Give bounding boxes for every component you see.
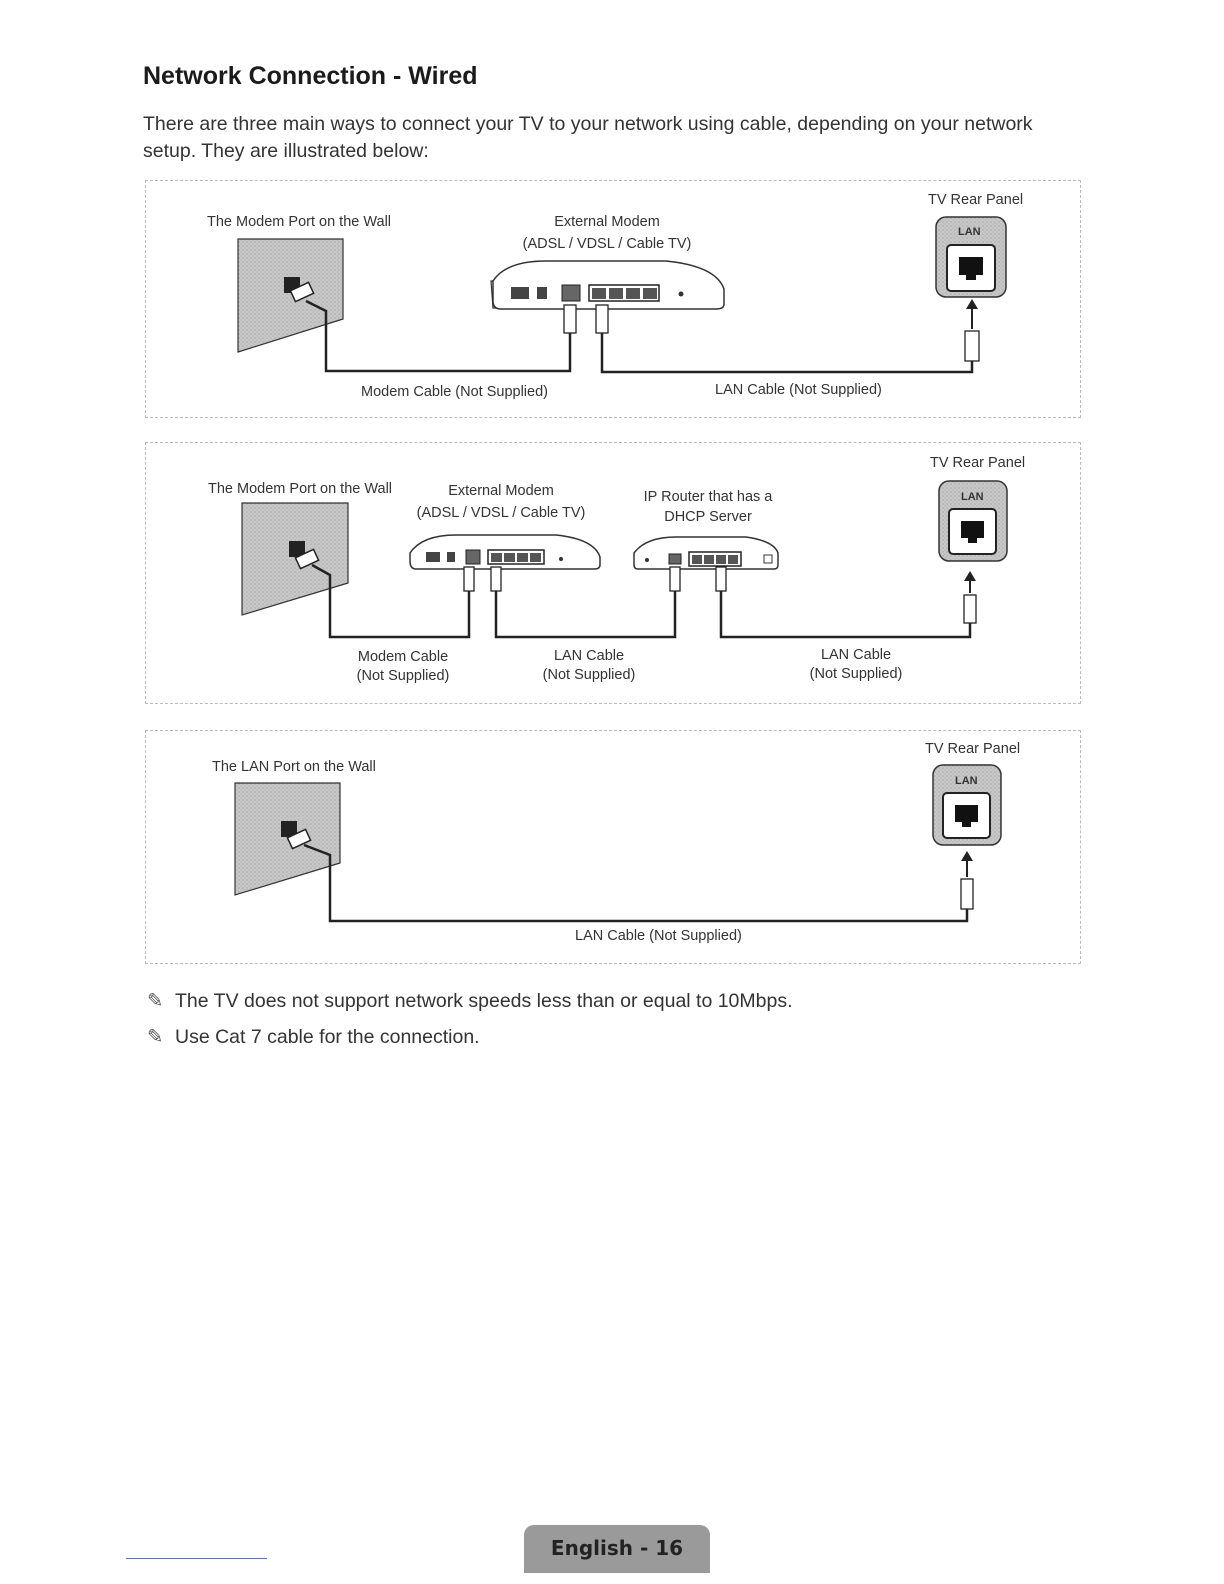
tv-lan-port-icon: [938, 480, 1008, 562]
ip-router-icon: [633, 536, 779, 570]
diagram-modem-router-drawing: [241, 480, 1008, 639]
wall-port-label: The LAN Port on the Wall: [212, 759, 376, 775]
lan-cable-note: (Not Supplied): [809, 666, 903, 682]
intro-paragraph: There are three main ways to connect you…: [143, 113, 1033, 162]
lan-port-label: LAN: [958, 226, 981, 238]
lan-cable-label: LAN Cable: [820, 647, 892, 663]
tv-rear-panel-label: TV Rear Panel: [930, 455, 1026, 471]
diagram-modem-router: The Modem Port on the Wall External Mode…: [145, 442, 1081, 704]
modem-label: External Modem: [554, 214, 660, 230]
diagram-wall-lan-drawing: [234, 764, 1002, 923]
modem-cable-label: Modem Cable (Not Supplied): [361, 384, 548, 400]
lan-cable-note: (Not Supplied): [542, 667, 636, 683]
lan-cable-label: LAN Cable (Not Supplied): [715, 382, 882, 398]
note-cable-text: Use Cat 7 cable for the connection.: [175, 1026, 480, 1048]
external-modem-icon: [490, 260, 725, 310]
modem-type-label: (ADSL / VDSL / Cable TV): [522, 236, 692, 252]
router-dhcp-label: DHCP Server: [664, 509, 752, 525]
tv-rear-panel-label: TV Rear Panel: [925, 741, 1021, 757]
tv-rear-panel-label: TV Rear Panel: [928, 192, 1024, 208]
tv-lan-port-icon: [932, 764, 1002, 846]
modem-label: External Modem: [448, 483, 554, 499]
lan-port-label: LAN: [961, 491, 984, 503]
note-cable: ✎ Use Cat 7 cable for the connection.: [147, 1025, 480, 1049]
diagram-modem-direct: The Modem Port on the Wall External Mode…: [145, 180, 1081, 418]
page-number-badge: English - 16: [524, 1525, 710, 1573]
lan-cable-label: LAN Cable (Not Supplied): [575, 928, 742, 944]
lan-port-label: LAN: [955, 775, 978, 787]
modem-cable-note: (Not Supplied): [356, 668, 450, 684]
note-speed: ✎ The TV does not support network speeds …: [147, 989, 793, 1013]
page-title: Network Connection - Wired: [143, 62, 478, 90]
wall-icon: [241, 502, 349, 616]
diagram-wall-lan: The LAN Port on the Wall TV Rear Panel L…: [145, 730, 1081, 964]
modem-type-label: (ADSL / VDSL / Cable TV): [416, 505, 586, 521]
wall-port-label: The Modem Port on the Wall: [207, 214, 392, 230]
external-modem-icon: [409, 534, 601, 570]
pencil-note-icon: ✎: [147, 990, 164, 1012]
note-speed-text: The TV does not support network speeds l…: [175, 990, 793, 1012]
modem-cable-label: Modem Cable: [357, 649, 449, 665]
pencil-note-icon: ✎: [147, 1026, 164, 1048]
lan-cable-label: LAN Cable: [553, 648, 625, 664]
footer-rule: [126, 1558, 267, 1559]
wall-icon: [237, 238, 344, 353]
tv-lan-port-icon: [935, 216, 1007, 298]
wall-port-label: The Modem Port on the Wall: [208, 481, 393, 497]
router-label: IP Router that has a: [643, 489, 773, 505]
diagram-modem-direct-drawing: [237, 216, 1007, 374]
